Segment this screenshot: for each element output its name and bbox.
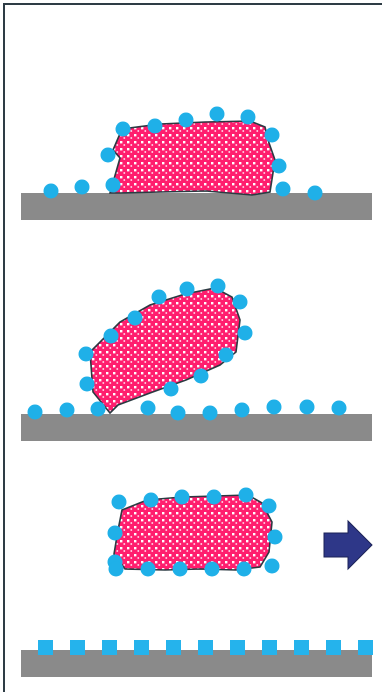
particle (267, 400, 282, 415)
right-arrow-icon (324, 521, 372, 569)
particle (272, 159, 287, 174)
particle (233, 295, 248, 310)
square-particle (166, 640, 181, 655)
square-particle (134, 640, 149, 655)
square-particle (38, 640, 53, 655)
particle (104, 329, 119, 344)
particle (106, 178, 121, 193)
square-particle (198, 640, 213, 655)
square-particle (70, 640, 85, 655)
particle (164, 382, 179, 397)
particle (203, 406, 218, 421)
particle (265, 559, 280, 574)
particle (79, 347, 94, 362)
particle (210, 107, 225, 122)
stage-1-particle-resting-on-surface (21, 107, 372, 221)
particle (128, 311, 143, 326)
particle (109, 562, 124, 577)
particle (180, 282, 195, 297)
particle (238, 326, 253, 341)
particle (148, 119, 163, 134)
square-particle (262, 640, 277, 655)
particle (91, 402, 106, 417)
particle (276, 182, 291, 197)
particle (219, 348, 234, 363)
particle (75, 180, 90, 195)
particle (194, 369, 209, 384)
particle (152, 290, 167, 305)
contaminant-body-1 (110, 121, 275, 195)
particle (300, 400, 315, 415)
particle (108, 526, 123, 541)
stage-3-particle-detached-coated (108, 488, 373, 577)
particle (262, 499, 277, 514)
particle (175, 490, 190, 505)
particle (60, 403, 75, 418)
particle (205, 562, 220, 577)
particle (173, 562, 188, 577)
stage-4-surface-with-deposited-squares (21, 640, 373, 677)
square-particle (294, 640, 309, 655)
particle (141, 562, 156, 577)
square-particle (358, 640, 373, 655)
stage-2-particle-tilting-off-surface (21, 279, 372, 442)
particle (141, 401, 156, 416)
particle (144, 493, 159, 508)
particle (112, 495, 127, 510)
square-particle (326, 640, 341, 655)
contaminant-body-2 (90, 288, 240, 413)
particle (179, 113, 194, 128)
particle (207, 490, 222, 505)
particle (265, 128, 280, 143)
particle (241, 110, 256, 125)
particle (268, 530, 283, 545)
particle (116, 122, 131, 137)
contaminant-body-3 (114, 495, 272, 570)
particle (80, 377, 95, 392)
particle (239, 488, 254, 503)
particle (211, 279, 226, 294)
particle (171, 406, 186, 421)
particle (308, 186, 323, 201)
square-particle (102, 640, 117, 655)
particle (237, 562, 252, 577)
particle (44, 184, 59, 199)
square-particle (230, 640, 245, 655)
particle (235, 403, 250, 418)
particle (28, 405, 43, 420)
particle (332, 401, 347, 416)
substrate-surface-2 (21, 414, 372, 441)
particle (101, 148, 116, 163)
